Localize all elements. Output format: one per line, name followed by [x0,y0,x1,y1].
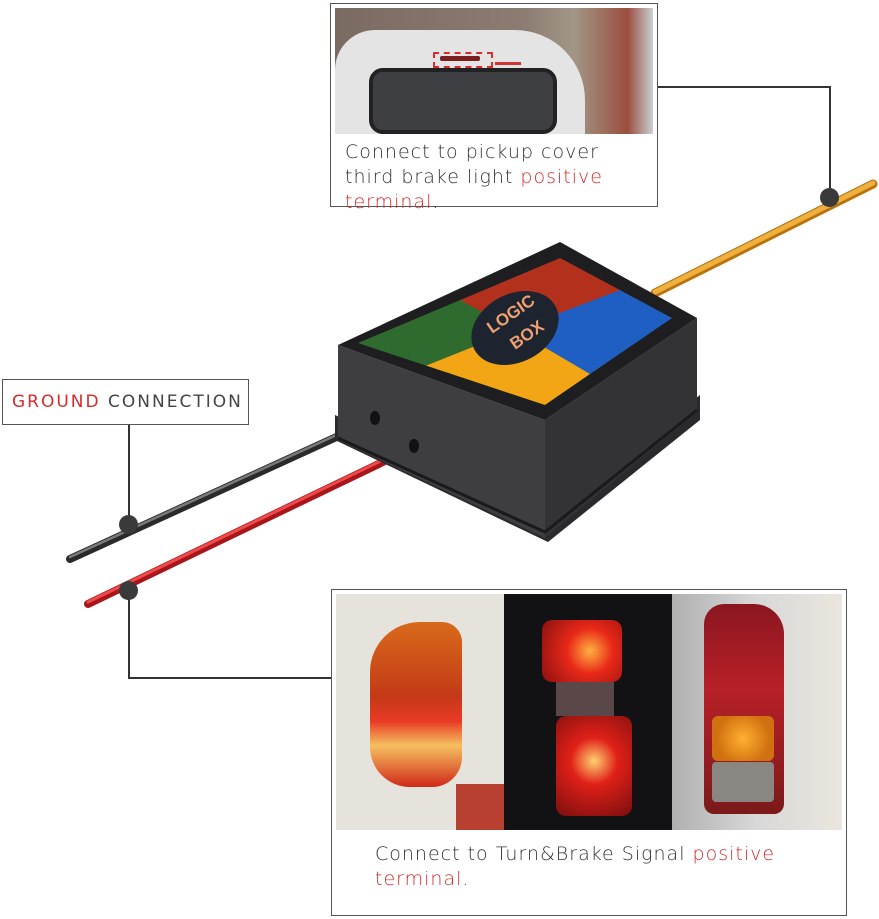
bottom-callout: Connect to Turn&Brake Signal positive te… [331,589,847,916]
ground-wire [66,414,382,563]
orange-wire-marker [820,188,839,207]
top-callout: Connect to pickup cover third brake ligh… [330,3,658,213]
tail-light-photo-2 [504,594,672,830]
bottom-caption: Connect to Turn&Brake Signal positive te… [375,843,776,890]
connector-line-ground-v [128,424,130,524]
ground-label: GROUND CONNECTION [12,392,243,412]
connector-line-top-h [657,86,830,88]
connector-line-red-h [128,677,332,679]
ground-callout: GROUND CONNECTION [2,379,249,425]
pickup-cover-photo [335,8,653,134]
tail-light-photo-3 [672,594,842,830]
logic-box-device: LOGIC BOX [335,242,700,542]
ground-wire-marker [119,515,138,534]
connector-line-red-v [128,590,130,678]
connector-line-top-v [829,86,831,196]
tail-light-photo-1 [336,594,504,830]
red-wire-marker [119,581,138,600]
red-wire [84,442,420,608]
top-caption: Connect to pickup cover third brake ligh… [345,141,603,213]
